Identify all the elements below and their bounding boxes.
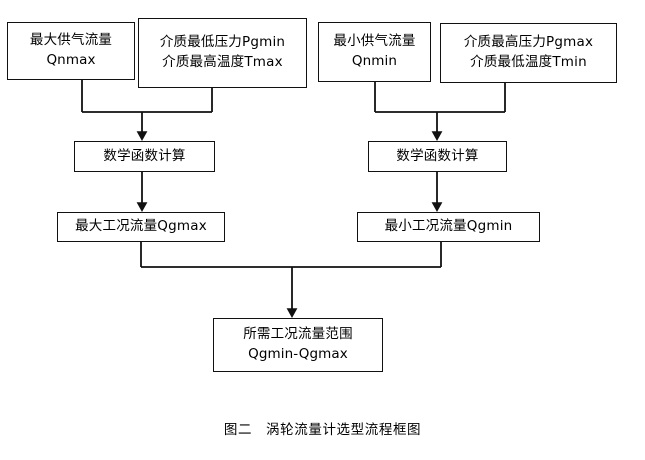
node-min-pressure-max-temp-line2: 介质最高温度Tmax <box>162 54 283 70</box>
node-required-flow-range-line1: 所需工况流量范围 <box>243 326 353 343</box>
node-math-function-left: 数学函数计算 <box>74 141 215 172</box>
node-required-flow-range: 所需工况流量范围 Qgmin-Qgmax <box>213 318 383 372</box>
figure-caption-title: 涡轮流量计选型流程框图 <box>266 422 422 438</box>
node-math-function-left-label: 数学函数计算 <box>103 147 186 164</box>
node-qgmax-label: 最大工况流量Qgmax <box>75 218 207 235</box>
node-max-pressure-min-temp-line2: 介质最低温度Tmin <box>470 54 587 70</box>
node-min-supply-flow-line2: Qnmin <box>351 53 398 69</box>
node-qgmin-label: 最小工况流量Qgmin <box>384 218 513 235</box>
node-max-pressure-min-temp: 介质最高压力Pgmax 介质最低温度Tmin <box>440 23 617 83</box>
node-min-pressure-max-temp-line1: 介质最低压力Pgmin <box>159 34 286 51</box>
node-min-supply-flow: 最小供气流量 Qnmin <box>318 22 431 82</box>
figure-caption-label: 图二 <box>223 422 253 438</box>
node-max-supply-flow: 最大供气流量 Qnmax <box>7 22 135 80</box>
node-max-supply-flow-line2: Qnmax <box>46 52 96 68</box>
node-qgmin: 最小工况流量Qgmin <box>357 212 540 242</box>
node-math-function-right-label: 数学函数计算 <box>396 147 479 164</box>
node-math-function-right: 数学函数计算 <box>368 141 507 172</box>
node-max-pressure-min-temp-line1: 介质最高压力Pgmax <box>463 34 594 51</box>
node-required-flow-range-line2: Qgmin-Qgmax <box>248 346 348 362</box>
node-qgmax: 最大工况流量Qgmax <box>57 212 225 242</box>
node-min-pressure-max-temp: 介质最低压力Pgmin 介质最高温度Tmax <box>138 18 307 88</box>
figure-caption: 图二涡轮流量计选型流程框图 <box>0 418 645 438</box>
node-max-supply-flow-line1: 最大供气流量 <box>29 32 113 49</box>
node-min-supply-flow-line1: 最小供气流量 <box>333 33 416 50</box>
